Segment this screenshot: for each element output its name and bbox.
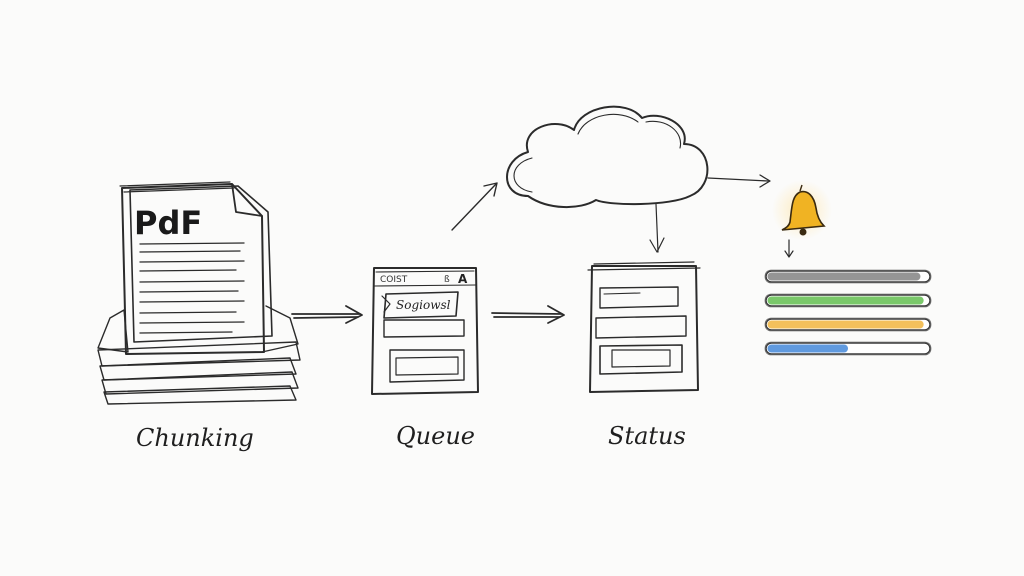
progress-outline (764, 341, 932, 356)
queue-header-left: COIST (380, 275, 408, 285)
progress-bar-blue (764, 341, 932, 356)
arrow-cloud-to-status (649, 203, 665, 253)
progress-fill (767, 320, 924, 329)
progress-fill (767, 344, 848, 353)
progress-outline (764, 269, 932, 284)
bell-icon (772, 180, 832, 240)
progress-outline (764, 293, 932, 308)
label-queue: Queue (396, 422, 475, 450)
cloud-icon (506, 105, 709, 209)
arrow-chunking-to-queue (291, 305, 363, 324)
progress-fill (767, 272, 921, 281)
label-chunking: Chunking (136, 424, 254, 452)
arrow-to-cloud (451, 182, 498, 231)
arrow-cloud-to-notification (707, 174, 771, 188)
queue-header-right: A (458, 272, 468, 286)
progress-bars (764, 269, 932, 356)
arrow-queue-to-status (491, 305, 565, 324)
progress-bar-orange (764, 317, 932, 332)
queue-field-text: Sogiowsl (396, 298, 451, 312)
queue-header-mid: ß (444, 275, 450, 285)
label-status: Status (608, 422, 686, 450)
progress-bar-green (764, 293, 932, 308)
progress-fill (767, 296, 924, 305)
arrow-bell-to-bars (784, 239, 794, 258)
progress-bar-gray (764, 269, 932, 284)
pdf-badge: PdF (134, 204, 202, 242)
status-window (587, 261, 701, 393)
queue-window (371, 267, 479, 395)
progress-outline (764, 317, 932, 332)
pdf-stack-icon (97, 181, 301, 405)
